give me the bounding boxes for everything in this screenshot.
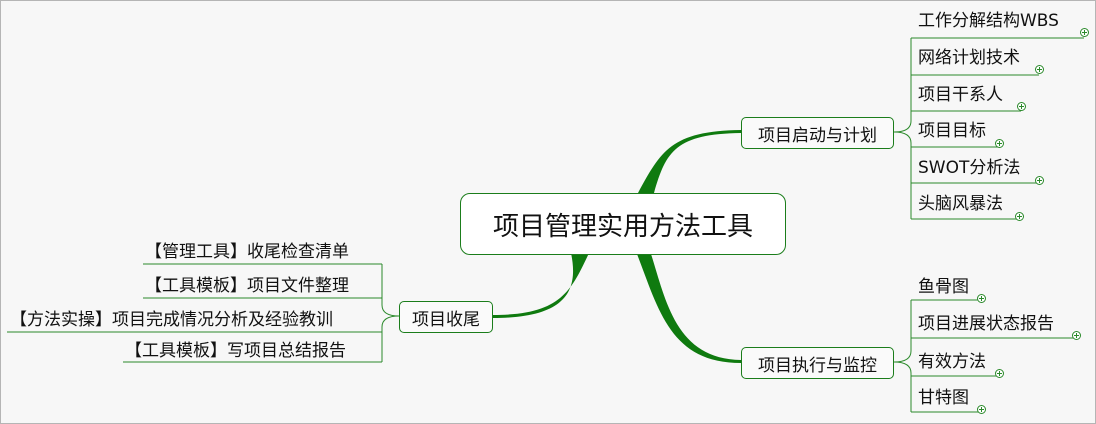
branch-execution[interactable]: 项目执行与监控 (741, 347, 894, 379)
plus-circle-icon[interactable] (995, 369, 1004, 378)
plus-circle-icon[interactable] (977, 405, 986, 414)
leaf-stakeholders[interactable]: 项目干系人 (918, 85, 1003, 105)
leaf-closing-checklist[interactable]: 【管理工具】收尾检查清单 (145, 242, 349, 262)
leaf-network-planning[interactable]: 网络计划技术 (918, 48, 1020, 68)
leaf-lessons-learned[interactable]: 【方法实操】项目完成情况分析及经验教训 (10, 310, 333, 330)
plus-circle-icon[interactable] (1072, 331, 1081, 340)
plus-circle-icon[interactable] (1017, 102, 1026, 111)
branch-planning[interactable]: 项目启动与计划 (741, 117, 894, 149)
leaf-summary-report[interactable]: 【工具模板】写项目总结报告 (125, 341, 346, 361)
leaf-wbs[interactable]: 工作分解结构WBS (918, 11, 1059, 31)
plus-circle-icon[interactable] (1035, 65, 1044, 74)
leaf-file-organization[interactable]: 【工具模板】项目文件整理 (145, 276, 349, 296)
connector-root-execution (637, 254, 741, 363)
planning-leaf-lines (893, 37, 1084, 220)
plus-circle-icon[interactable] (977, 294, 986, 303)
leaf-effective-methods[interactable]: 有效方法 (918, 352, 986, 372)
plus-circle-icon[interactable] (995, 139, 1004, 148)
leaf-project-goals[interactable]: 项目目标 (918, 121, 986, 141)
closing-leaf-lines (7, 263, 400, 363)
plus-circle-icon[interactable] (1015, 212, 1024, 221)
leaf-gantt[interactable]: 甘特图 (918, 388, 969, 408)
leaf-fishbone[interactable]: 鱼骨图 (918, 277, 969, 297)
leaf-swot[interactable]: SWOT分析法 (918, 158, 1021, 178)
plus-circle-icon[interactable] (1035, 176, 1044, 185)
connector-root-planning (638, 130, 741, 193)
leaf-brainstorming[interactable]: 头脑风暴法 (918, 194, 1003, 214)
branch-closing[interactable]: 项目收尾 (399, 301, 493, 333)
plus-circle-icon[interactable] (1080, 28, 1089, 37)
execution-leaf-lines (893, 299, 1076, 413)
root-topic[interactable]: 项目管理实用方法工具 (460, 193, 786, 255)
connector-root-closing (493, 253, 589, 318)
leaf-status-report[interactable]: 项目进展状态报告 (918, 314, 1054, 334)
